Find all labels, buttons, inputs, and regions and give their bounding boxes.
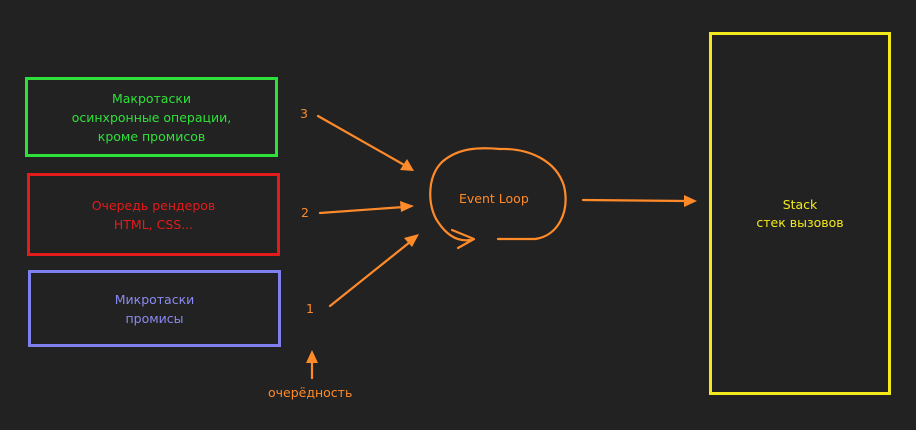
call-stack-desc: стек вызовов [756, 214, 844, 230]
event-loop-circle [429, 147, 567, 242]
arrow-macrotasks-to-loop [316, 114, 408, 168]
arrow-microtasks-to-loop [328, 240, 412, 308]
render-queue-title: Очередь рендеров [91, 197, 216, 213]
arrowhead-stack [684, 195, 697, 207]
call-stack-title: Stack [782, 196, 818, 212]
macrotasks-desc-line1: осинхронные операции, [71, 109, 232, 125]
render-queue-box: Очередь рендеров HTML, CSS... [27, 173, 280, 256]
arrowhead-macrotasks [400, 159, 414, 171]
event-loop-arrowhead [450, 228, 476, 250]
arrowhead-microtasks [404, 234, 419, 247]
macrotasks-title: Макротаски [111, 90, 192, 106]
call-stack-box: Stack стек вызовов [709, 32, 891, 395]
macrotasks-box: Макротаски осинхронные операции, кроме п… [25, 77, 278, 157]
priority-number-3: 3 [300, 106, 308, 121]
event-loop-label: Event Loop [459, 191, 529, 206]
arrow-loop-to-stack [581, 198, 688, 203]
priority-number-1: 1 [306, 301, 314, 316]
render-queue-desc: HTML, CSS... [113, 216, 194, 232]
priority-label: очерёдность [268, 385, 353, 400]
microtasks-box: Микротаски промисы [28, 270, 281, 347]
microtasks-title: Микротаски [114, 291, 195, 307]
priority-number-2: 2 [301, 205, 309, 220]
macrotasks-desc-line2: кроме промисов [97, 128, 206, 144]
arrowhead-render [400, 201, 414, 212]
arrowhead-priority [306, 350, 318, 363]
arrow-render-to-loop [318, 205, 406, 215]
microtasks-desc: промисы [125, 310, 184, 326]
